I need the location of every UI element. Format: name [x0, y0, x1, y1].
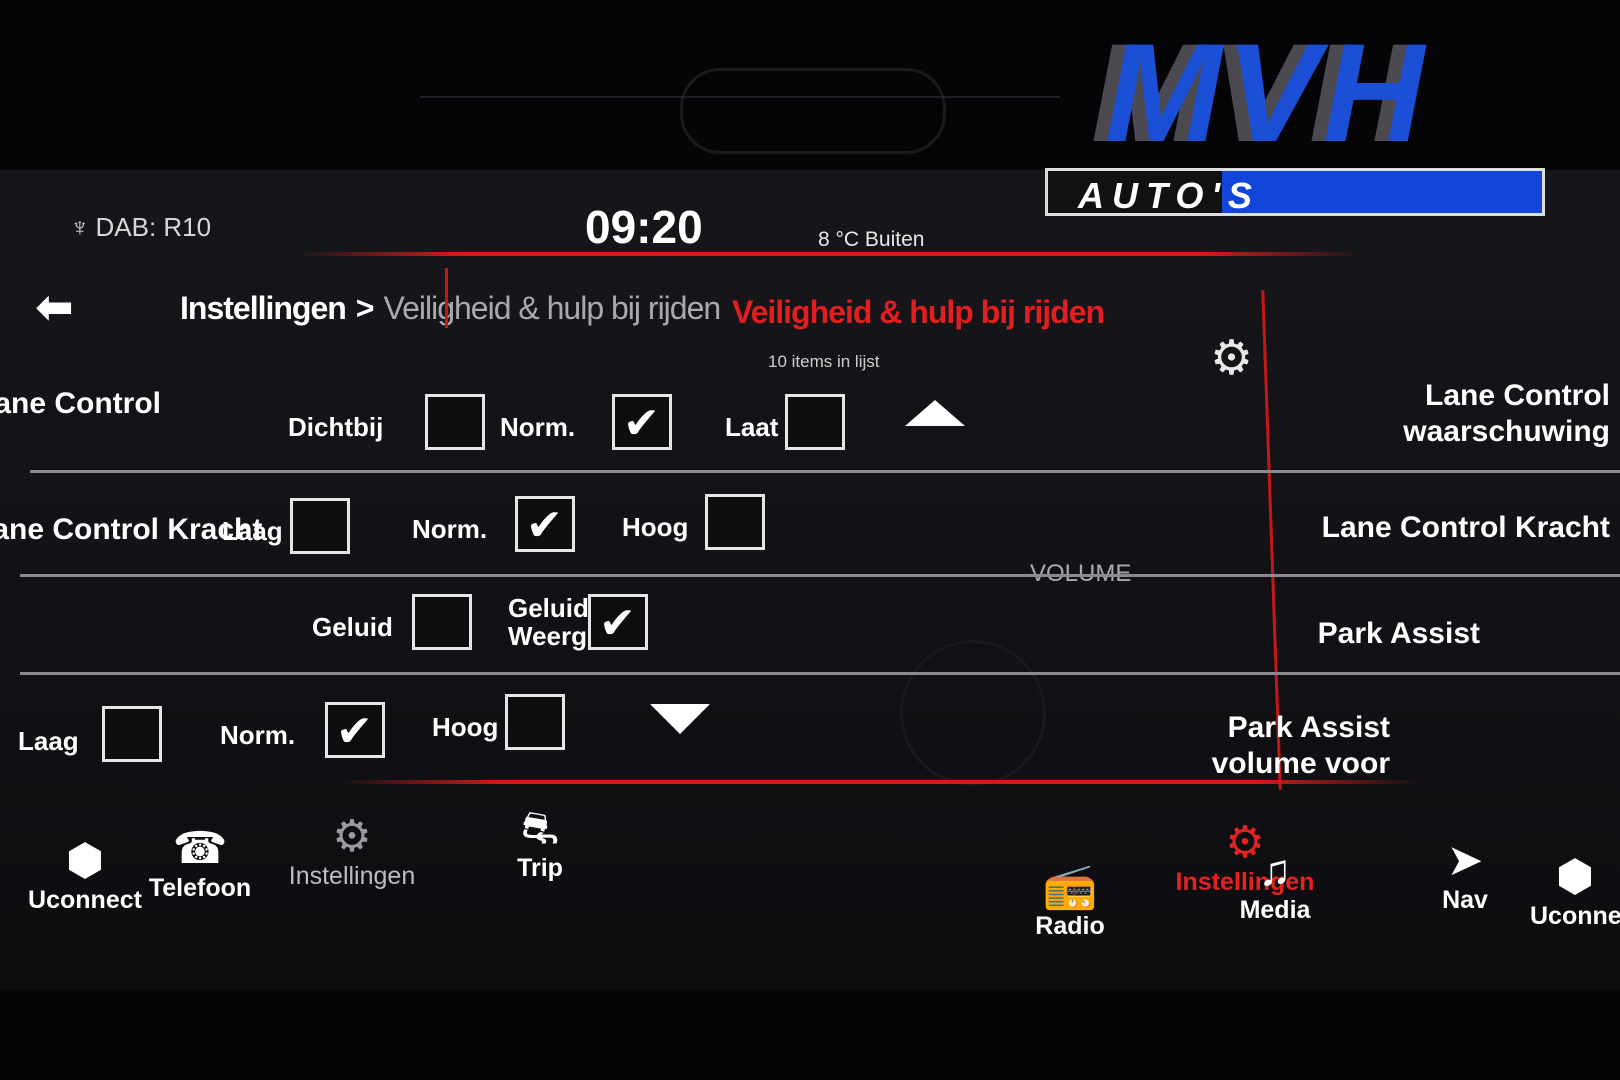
phone-icon: ☎	[172, 824, 228, 873]
option-norm-label: Norm.	[500, 412, 576, 442]
nav-instellingen-active[interactable]: ⚙ Instellingen	[1170, 818, 1320, 897]
checkbox-laag-2[interactable]	[102, 706, 162, 762]
watermark-autos: AUTO'S	[1078, 175, 1260, 216]
breadcrumb-root[interactable]: Instellingen	[180, 290, 347, 326]
checkbox-geluid[interactable]	[412, 594, 472, 650]
bezel-line	[420, 96, 1060, 98]
nav-instellingen-left[interactable]: ⚙ Instellingen	[272, 812, 432, 891]
row2-right-label: Lane Control Kracht	[1321, 511, 1610, 544]
checkmark-icon: ✔	[336, 707, 373, 756]
watermark-bar: AUTO'S	[1045, 168, 1545, 216]
row-divider	[20, 574, 1620, 577]
clock: 09:20	[585, 201, 703, 253]
option-laat-label: Laat	[725, 412, 779, 442]
checkbox-norm-3[interactable]: ✔	[325, 702, 385, 758]
checkbox-geluid-weerg[interactable]: ✔	[588, 594, 648, 650]
head-unit-screen	[0, 170, 1620, 990]
volume-knob	[900, 640, 1046, 786]
uconnect-icon: ⬢	[1555, 852, 1595, 901]
option-laag-label-2: Laag	[18, 726, 79, 756]
breadcrumb: Instellingen>Veiligheid & hulp bij rijde…	[180, 290, 721, 326]
breadcrumb-current: Veiligheid & hulp bij rijden	[383, 290, 721, 326]
header-divider	[300, 252, 1360, 256]
checkbox-laag[interactable]	[290, 498, 350, 554]
row-divider	[20, 672, 1620, 675]
row4-right-label: Park Assist volume voor	[1211, 711, 1390, 780]
option-dichtbij-label: Dichtbij	[288, 412, 384, 442]
row3-right-label: Park Assist	[1317, 617, 1480, 650]
navigation-icon: ➤	[1446, 836, 1484, 885]
nav-uconnect-right[interactable]: ⬢ Uconnect	[1530, 852, 1620, 930]
watermark-mvh: MVH	[1105, 14, 1429, 171]
antenna-icon: ♆	[70, 212, 90, 242]
back-arrow-icon: ⬅	[36, 283, 73, 332]
radio-status[interactable]: ♆DAB: R10	[70, 212, 212, 242]
outside-temperature: 8 °C Buiten	[818, 228, 925, 251]
fiat-500-logo	[680, 68, 946, 154]
settings-gear-icon: ⚙	[1225, 818, 1265, 867]
radio-icon: 📻	[1042, 862, 1098, 911]
row2-left-label: Lane Control Kracht	[0, 513, 263, 546]
option-norm-label-2: Norm.	[412, 514, 488, 544]
settings-gear-icon: ⚙	[332, 812, 372, 861]
nav-radio[interactable]: 📻 Radio	[1010, 862, 1130, 941]
scroll-up-icon[interactable]	[905, 400, 965, 426]
checkbox-norm-2[interactable]: ✔	[515, 496, 575, 552]
row1-left-label: Lane Control	[0, 387, 161, 420]
option-hoog-label-2: Hoog	[432, 712, 499, 742]
back-button[interactable]: ⬅	[36, 282, 73, 333]
uconnect-icon: ⬢	[65, 836, 105, 885]
dealer-watermark: MVH AUTO'S	[1045, 14, 1545, 218]
nav-media[interactable]: ♫ Media	[1210, 846, 1340, 925]
option-laag-label: Laag	[222, 516, 283, 546]
checkmark-icon: ✔	[623, 399, 660, 448]
option-geluid-label: Geluid	[312, 612, 393, 642]
nav-uconnect[interactable]: ⬢ Uconnect	[20, 836, 150, 915]
page-title-ghost: Veiligheid & hulp bij rijden	[732, 294, 1105, 330]
nav-telefoon[interactable]: ☎ Telefoon	[125, 824, 275, 903]
checkbox-dichtbij[interactable]	[425, 394, 485, 450]
checkbox-hoog-2[interactable]	[505, 694, 565, 750]
option-hoog-label: Hoog	[622, 512, 689, 542]
nav-trip[interactable]: ⛐ Trip	[485, 804, 595, 883]
nav-nav[interactable]: ➤ Nav	[1420, 836, 1510, 915]
checkbox-hoog[interactable]	[705, 494, 765, 550]
car-icon: ⛐	[521, 804, 559, 853]
nav-divider	[340, 780, 1420, 784]
checkmark-icon: ✔	[526, 501, 563, 550]
scroll-down-icon[interactable]	[650, 704, 710, 734]
item-count: 10 items in lijst	[768, 352, 880, 371]
checkbox-laat[interactable]	[785, 394, 845, 450]
status-bar: ♆DAB: R10 09:20 8 °C Buiten	[0, 198, 1620, 258]
row1-right-label: Lane Control waarschuwing	[1403, 379, 1610, 448]
lane-assist-icon: ⚙	[1210, 332, 1254, 385]
volume-ghost: VOLUME	[1030, 560, 1131, 588]
checkbox-norm[interactable]: ✔	[612, 394, 672, 450]
checkmark-icon: ✔	[599, 599, 636, 648]
media-icon: ♫	[1258, 846, 1292, 895]
option-norm-label-3: Norm.	[220, 720, 296, 750]
row-divider	[30, 470, 1620, 473]
